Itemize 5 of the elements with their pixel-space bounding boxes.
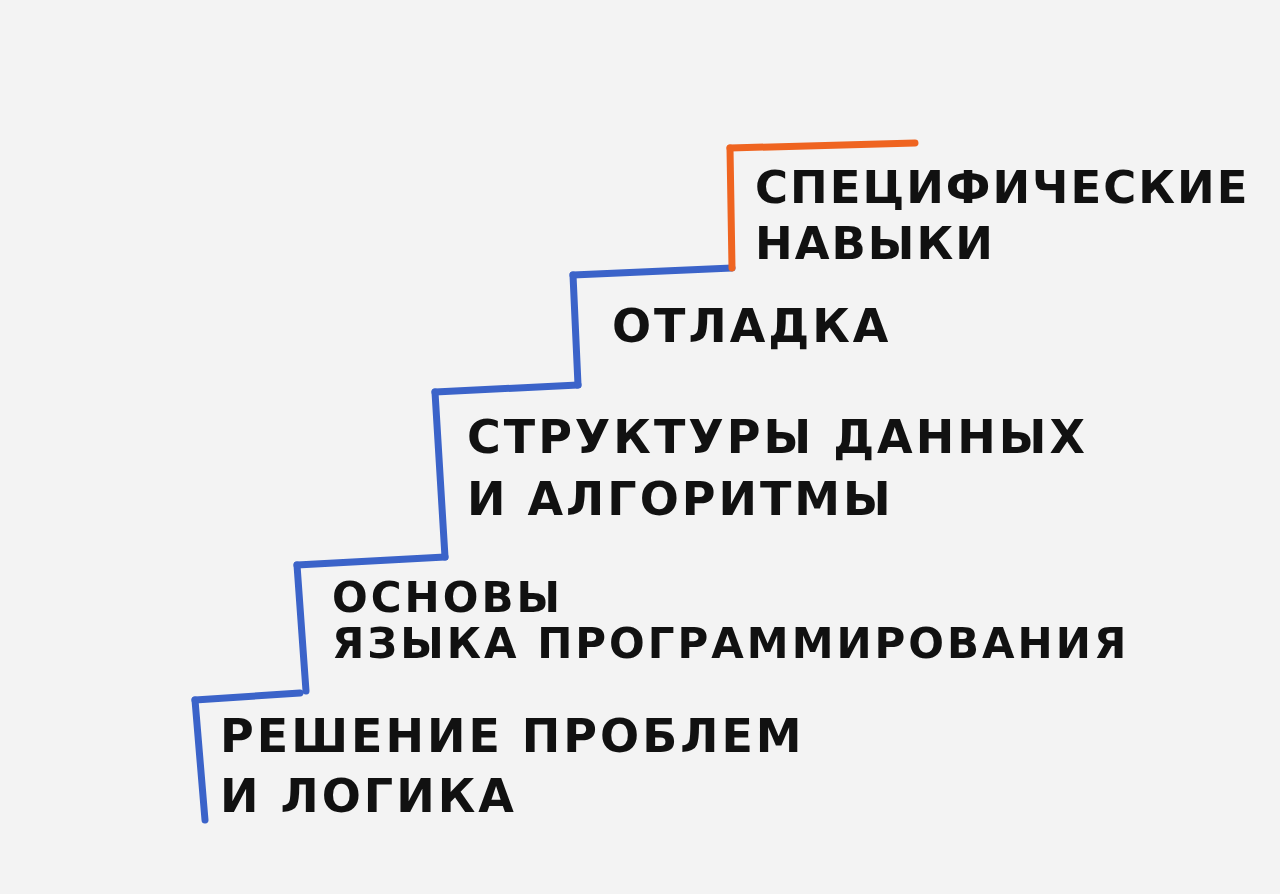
- step-label: ОТЛАДКА: [612, 298, 892, 354]
- step-label: ОСНОВЫ ЯЗЫКА ПРОГРАММИРОВАНИЯ: [332, 575, 1130, 667]
- step-label: СТРУКТУРЫ ДАННЫХ И АЛГОРИТМЫ: [467, 409, 1088, 528]
- step-label: РЕШЕНИЕ ПРОБЛЕМ И ЛОГИКА: [220, 708, 805, 825]
- step-label: СПЕЦИФИЧЕСКИЕ НАВЫКИ: [755, 160, 1250, 272]
